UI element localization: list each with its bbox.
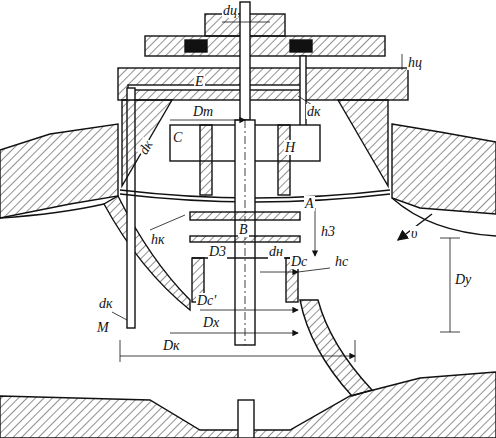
dimension-label: Dк [162,338,181,353]
dimension-label: H [284,140,296,155]
dimension-label: B [238,222,249,237]
dimension-label: M [96,320,110,335]
dimension-label: υ [410,226,418,241]
dimension-label: dц [222,3,238,18]
dimension-label: h3 [320,224,336,239]
dimension-label: hк [150,232,166,247]
dimension-label: dк [98,296,114,311]
dimension-label: hc [334,254,349,269]
dimension-label: Dy [454,272,472,287]
dimension-label: Dт [192,104,214,119]
dimension-label: A [304,196,315,211]
dimension-label: C [172,130,183,145]
dimension-label: Dc' [196,293,217,308]
dimension-label: Dc [290,254,308,269]
dimension-label: Dx [202,315,220,330]
dimension-label: D3 [208,244,227,259]
dimension-label: E [194,74,205,89]
dimension-label: hц [407,55,423,70]
dimension-label: dк [306,104,322,119]
dimension-label: dн [268,244,284,259]
